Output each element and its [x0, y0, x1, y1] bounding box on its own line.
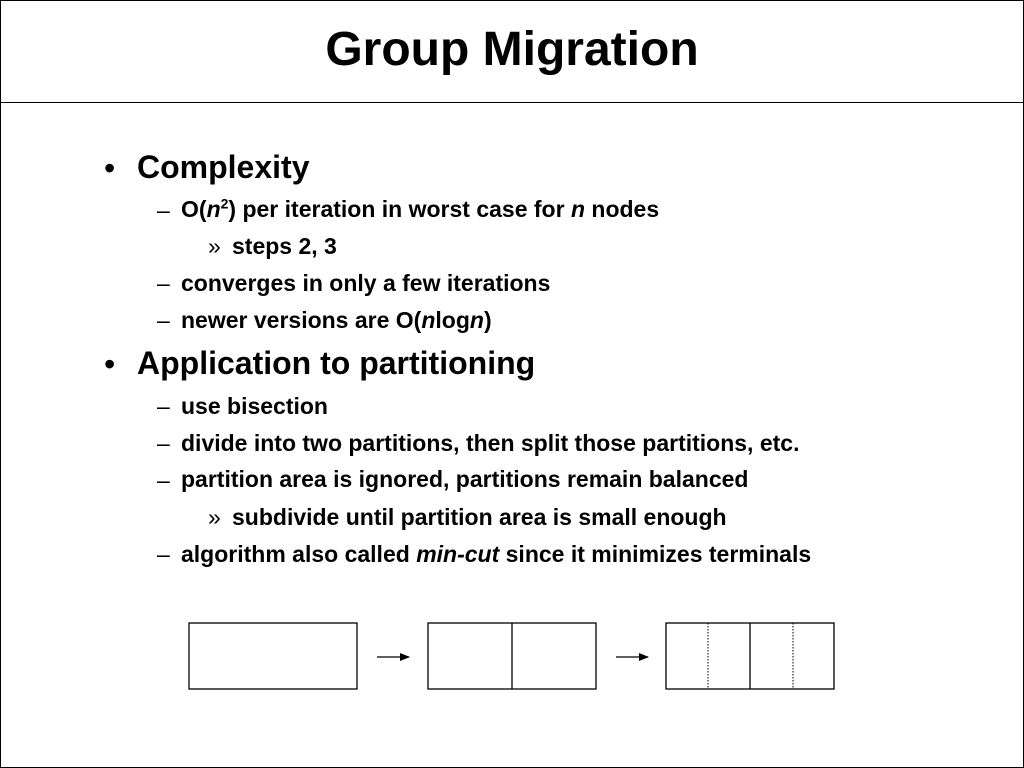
bullet-application: Application to partitioning [137, 345, 536, 381]
bullet-complexity: Complexity [137, 149, 310, 185]
dash-marker: – [157, 541, 170, 567]
title-bar: Group Migration [1, 1, 1023, 103]
complexity-item-1: O(n2) per iteration in worst case for n … [181, 195, 660, 222]
bullet-marker: • [104, 150, 116, 186]
complexity-item-2: converges in only a few iterations [181, 270, 551, 296]
dash-marker: – [157, 307, 170, 333]
dash-marker: – [157, 270, 170, 296]
application-item-4: algorithm also called min-cut since it m… [181, 541, 812, 567]
dash-marker: – [157, 430, 170, 456]
sub-marker: » [208, 504, 221, 530]
application-item-3: partition area is ignored, partitions re… [181, 466, 749, 492]
bullet-marker: • [104, 346, 116, 382]
complexity-item-1-sub: steps 2, 3 [232, 233, 337, 259]
partition-box-whole [188, 622, 358, 690]
application-item-3-sub: subdivide until partition area is small … [232, 504, 727, 530]
slide-title: Group Migration [325, 23, 699, 76]
sub-marker: » [208, 233, 221, 259]
complexity-item-3: newer versions are O(nlogn) [181, 307, 492, 333]
dash-marker: – [157, 197, 170, 223]
dash-marker: – [157, 467, 170, 493]
application-item-1: use bisection [181, 393, 328, 419]
application-item-2: divide into two partitions, then split t… [181, 430, 800, 456]
dash-marker: – [157, 393, 170, 419]
